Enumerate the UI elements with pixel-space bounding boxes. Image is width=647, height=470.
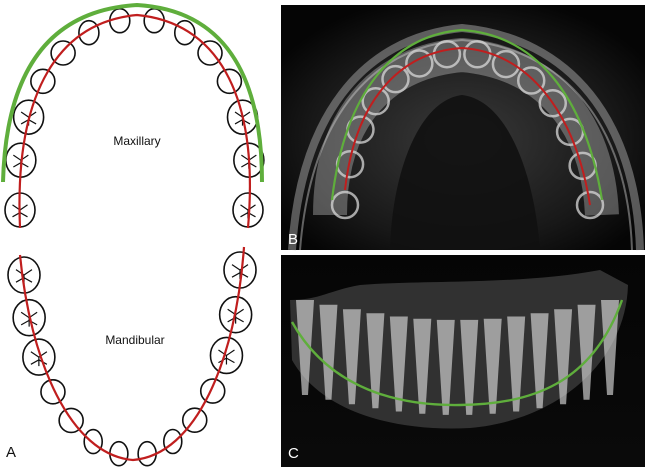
maxillary-tooth [108,7,131,34]
mandibular-arch-teeth [7,251,257,467]
ct-tooth [491,49,521,79]
pano-tooth [507,316,526,412]
mandibular-tooth [199,378,226,404]
pano-tooth [460,319,479,415]
pano-tooth [554,309,573,405]
pano-tooth [436,319,455,415]
pano-tooth [389,316,408,412]
mandibular-tooth-fissure [218,349,235,365]
ct-tooth [381,64,410,94]
ct-green-outer-curve [330,28,604,201]
maxillary-red-arch-line [18,13,251,229]
pano-tooth [319,304,338,400]
pano-tooth [530,313,549,409]
mandibular-red-arch-line [18,246,246,462]
maxillary-green-outer-curve [1,2,264,183]
mandibular-label: Mandibular [105,333,164,347]
maxillary-tooth [143,7,165,34]
mandibular-tooth [83,428,103,455]
panel-b: B [281,5,645,251]
mandibular-tooth [40,379,66,405]
panel-c: C [281,255,645,467]
ct-tooth [575,190,605,220]
ct-tooth [405,49,434,78]
mandibular-tooth [162,428,183,455]
ct-red-arch-line [344,46,591,206]
pano-tooth [366,313,385,409]
panel-a-letter: A [6,444,16,461]
panel-c-letter: C [288,445,299,462]
maxillary-arch-teeth [4,7,265,228]
pano-tooth [483,318,502,414]
pano-tooth [577,304,596,400]
pano-tooth [413,318,432,414]
ct-tooth [361,86,390,116]
pano-tooth [296,300,314,395]
pano-teeth [296,300,619,415]
ct-jaw-bone-outline [288,23,644,251]
ct-tooth [538,88,568,118]
mandibular-tooth [137,440,157,467]
ct-tooth [516,66,546,95]
mandibular-tooth-fissure [30,351,48,367]
maxillary-label: Maxillary [113,134,160,148]
panel-b-letter: B [288,231,298,248]
pano-green-curve [290,299,624,407]
panel-a: Maxillary Mandibular A [1,2,265,467]
ct-tooth [432,39,462,69]
mandibular-tooth [109,440,129,467]
ct-tooth [330,190,360,220]
pano-tooth [601,300,619,395]
